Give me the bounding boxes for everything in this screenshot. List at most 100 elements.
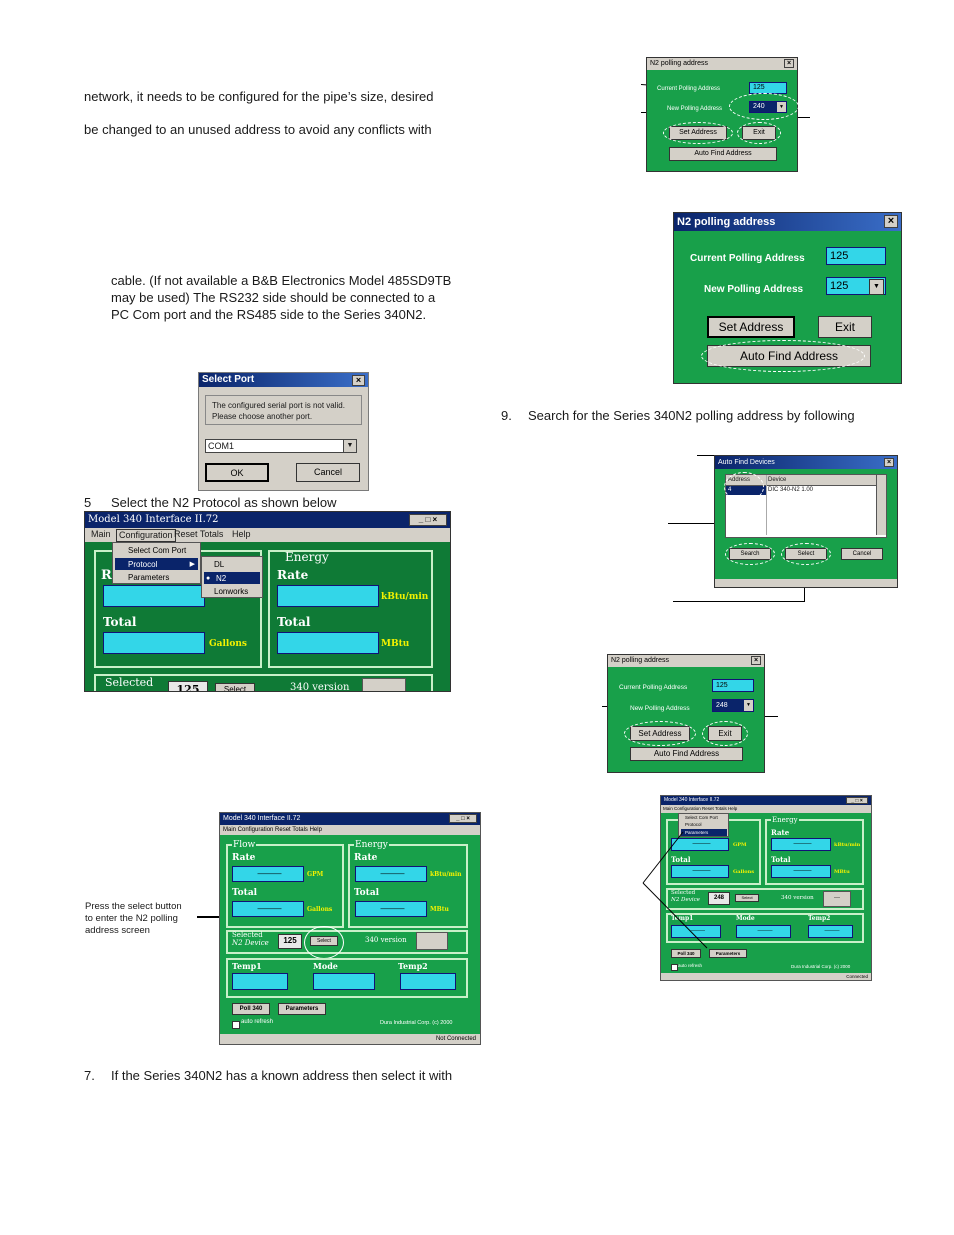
poll-button[interactable]: Poll 340 xyxy=(671,949,701,958)
set-address-button[interactable]: Set Address xyxy=(707,316,795,338)
menu-item-protocol[interactable]: Protocol ▶ xyxy=(115,558,198,570)
interface-parameters-screenshot: Model 340 Interface II.72 _ □ × Main Con… xyxy=(660,795,872,981)
chevron-right-icon: ▶ xyxy=(189,561,195,568)
close-icon[interactable]: × xyxy=(884,458,894,467)
message-text: The configured serial port is not valid. xyxy=(212,401,345,410)
chevron-down-icon[interactable]: ▼ xyxy=(744,700,753,711)
message-text: Please choose another port. xyxy=(212,412,313,421)
flow-rate-field: ——— xyxy=(232,866,304,882)
dialog-title: Select Port xyxy=(199,373,368,387)
dialog-title: N2 polling address xyxy=(674,213,901,231)
list-scrollbar[interactable] xyxy=(876,475,886,535)
menu-reset-totals[interactable]: Reset Totals xyxy=(174,529,224,539)
menu-item-parameters[interactable]: Parameters xyxy=(681,829,727,836)
interface-menu-screenshot: Model 340 Interface II.72 _ □ × Main Con… xyxy=(84,511,451,692)
parameters-button[interactable]: Parameters xyxy=(709,949,747,958)
menu-bar: Main Configuration Reset Totals Help xyxy=(85,528,450,542)
protocol-submenu: DL ● N2 Lonworks xyxy=(201,556,263,598)
unit-label: kBtu/min xyxy=(834,842,861,848)
chevron-down-icon[interactable]: ▼ xyxy=(343,440,356,452)
interface-main-screenshot: Model 340 Interface II.72 _ □ × Main Con… xyxy=(219,812,481,1045)
step-number: 7. xyxy=(84,1068,95,1083)
menu-main[interactable]: Main xyxy=(91,529,111,539)
menu-bar[interactable]: Main Configuration Reset Totals Help xyxy=(661,805,871,813)
chevron-down-icon[interactable]: ▼ xyxy=(869,279,884,295)
new-address-select[interactable]: 125 ▼ xyxy=(826,277,886,295)
menu-item-dl[interactable]: DL xyxy=(214,560,225,569)
auto-find-button[interactable]: Auto Find Address xyxy=(669,147,777,161)
energy-panel xyxy=(268,550,433,668)
version-label: 340 version xyxy=(781,895,814,901)
port-select[interactable]: COM1 ▼ xyxy=(205,439,357,453)
poll-button[interactable]: Poll 340 xyxy=(232,1003,270,1015)
new-address-select[interactable]: 248 ▼ xyxy=(712,699,754,712)
unit-label: MBtu xyxy=(381,639,410,649)
auto-refresh-checkbox[interactable] xyxy=(232,1021,240,1029)
auto-refresh-checkbox[interactable] xyxy=(671,964,678,971)
window-controls[interactable]: _ □ × xyxy=(409,514,447,526)
highlight-ellipse xyxy=(729,93,799,120)
n2-polling-dialog-small: N2 polling address × Current Polling Add… xyxy=(646,57,799,172)
temp1-label: Temp1 xyxy=(232,961,262,971)
menu-item-protocol[interactable]: Protocol xyxy=(685,822,702,827)
select-port-dialog: Select Port × The configured serial port… xyxy=(198,372,369,491)
close-icon[interactable]: × xyxy=(352,375,365,386)
window-controls[interactable]: _ □ × xyxy=(449,814,477,823)
highlight-ellipse xyxy=(724,472,764,502)
temp1-label: Temp1 xyxy=(671,915,694,922)
flow-rate-field xyxy=(103,585,205,607)
selected-panel xyxy=(226,930,468,954)
auto-find-button[interactable]: Auto Find Address xyxy=(630,747,743,761)
unit-label: Gallons xyxy=(209,639,247,649)
status-bar xyxy=(715,579,897,587)
selected-label: Selected xyxy=(232,931,263,939)
menu-item-n2[interactable]: ● N2 xyxy=(204,572,260,584)
select-button[interactable]: Select xyxy=(735,894,759,902)
menu-item-parameters[interactable]: Parameters xyxy=(128,573,170,582)
auto-refresh-label: auto refresh xyxy=(678,963,703,968)
rate-label: R xyxy=(101,568,112,583)
menu-bar[interactable]: Main Configuration Reset Totals Help xyxy=(220,825,480,835)
window-controls[interactable]: _ □ × xyxy=(846,797,868,804)
menu-configuration[interactable]: Configuration xyxy=(116,529,176,542)
cancel-button[interactable]: Cancel xyxy=(296,463,360,482)
close-icon[interactable]: × xyxy=(884,215,898,228)
parameters-button[interactable]: Parameters xyxy=(278,1003,326,1015)
dialog-title: N2 polling address xyxy=(608,655,764,667)
highlight-ellipse xyxy=(701,340,865,372)
cancel-button[interactable]: Cancel xyxy=(841,548,883,560)
menu-item-select-com[interactable]: Select Com Port xyxy=(685,815,718,820)
exit-button[interactable]: Exit xyxy=(818,316,872,338)
version-label: 340 version xyxy=(365,936,407,944)
menu-item-select-com[interactable]: Select Com Port xyxy=(128,546,187,555)
port-value: COM1 xyxy=(208,441,235,451)
rate-label: Rate xyxy=(771,828,790,837)
window-title: Model 340 Interface II.72 xyxy=(661,796,871,805)
body-text-line: may be used) The RS232 side should be co… xyxy=(111,290,436,305)
menu-item-label: Protocol xyxy=(128,560,158,569)
new-address-value: 248 xyxy=(716,702,728,709)
menu-help[interactable]: Help xyxy=(232,529,251,539)
flow-rate-field: ——— xyxy=(671,838,729,851)
new-address-label: New Polling Address xyxy=(630,705,690,712)
version-field xyxy=(362,678,406,691)
total-label: Total xyxy=(277,615,311,629)
new-address-label: New Polling Address xyxy=(704,284,804,295)
temp2-label: Temp2 xyxy=(808,915,831,922)
menu-item-lonworks[interactable]: Lonworks xyxy=(214,587,249,596)
select-button[interactable]: Select xyxy=(215,683,255,691)
close-icon[interactable]: × xyxy=(751,656,761,665)
ok-button[interactable]: OK xyxy=(205,463,269,482)
rate-label: Rate xyxy=(277,568,309,582)
close-icon[interactable]: × xyxy=(784,59,794,68)
unit-label: GPM xyxy=(307,871,324,878)
flow-total-field: ——— xyxy=(671,865,729,878)
current-address-label: Current Polling Address xyxy=(619,684,688,691)
column-header[interactable]: Device xyxy=(768,477,787,483)
column-divider xyxy=(766,475,767,535)
energy-label: Energy xyxy=(354,840,389,850)
energy-panel xyxy=(765,819,864,885)
step-text: Search for the Series 340N2 polling addr… xyxy=(528,408,855,423)
energy-total-field: ——— xyxy=(771,865,831,878)
status-text: Not Connected xyxy=(435,1036,476,1042)
